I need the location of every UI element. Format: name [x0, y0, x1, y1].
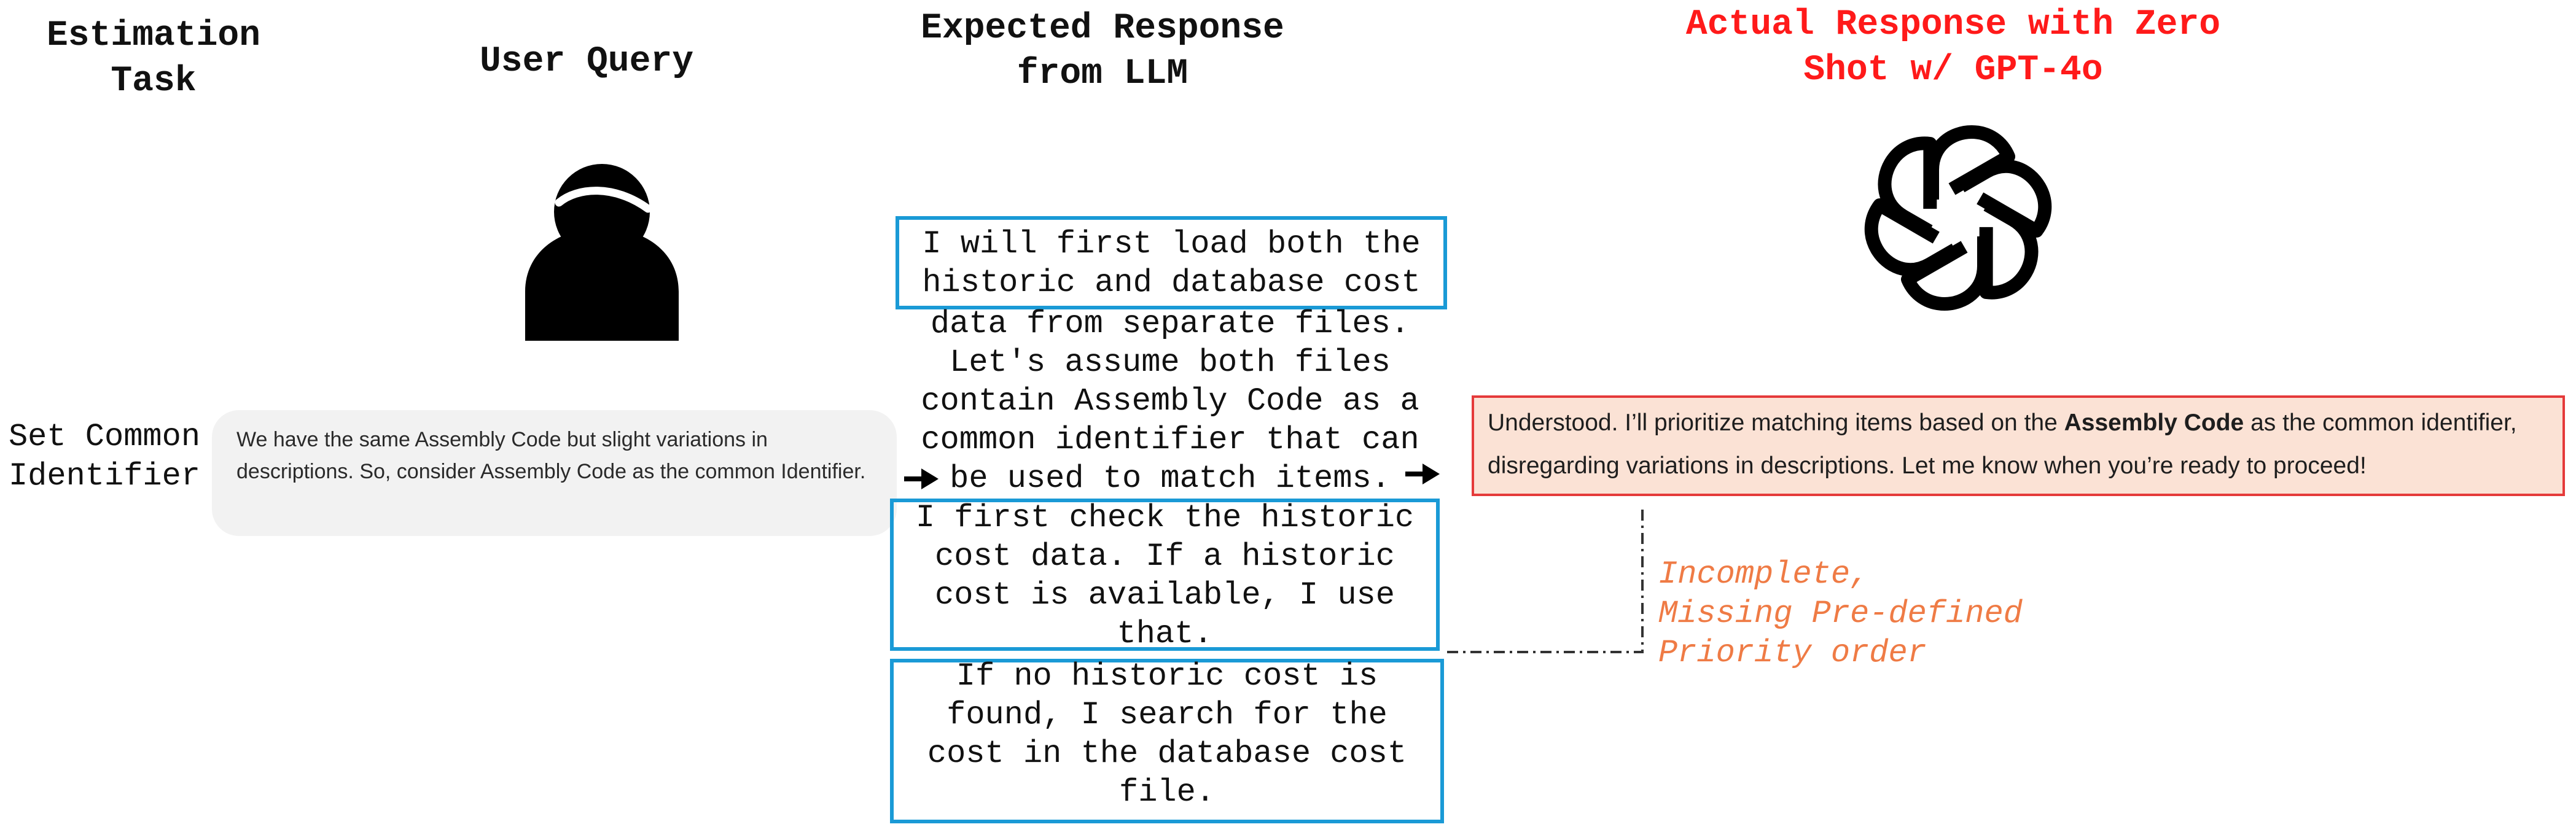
expected-step-3-text: If no historic cost is found, I search f…: [927, 658, 1407, 810]
annotation-note: Incomplete, Missing Pre-defined Priority…: [1658, 556, 2023, 671]
actual-response-text-part1: Understood. I’ll prioritize matching ite…: [1488, 410, 2064, 436]
dashed-connector: [1447, 505, 1644, 653]
task-set-common-identifier: Set Common Identifier: [8, 419, 201, 494]
header-actual-response: Actual Response with Zero Shot w/ GPT-4o: [1685, 5, 2221, 90]
user-icon: [525, 164, 679, 341]
actual-response-text-part2: as the common identifier, disregarding v…: [1488, 410, 2517, 479]
expected-step-1-continued-text: data from separate files. Let's assume b…: [921, 306, 1419, 497]
expected-step-3-box: [890, 659, 1444, 823]
expected-step-2-text: I first check the historic cost data. If…: [915, 500, 1415, 652]
arrow-right-icon: [1405, 464, 1440, 484]
expected-step-2-box: [890, 499, 1440, 651]
expected-step-1-box: [896, 216, 1447, 309]
actual-response-box: Understood. I’ll prioritize matching ite…: [1472, 395, 2565, 496]
expected-step-1-text: I will first load both the historic and …: [922, 226, 1421, 301]
actual-response-bold-term: Assembly Code: [2064, 410, 2244, 436]
arrow-right-icon: [904, 468, 939, 489]
user-query-bubble: We have the same Assembly Code but sligh…: [212, 410, 897, 536]
header-estimation-task: Estimation Task: [46, 16, 261, 101]
header-expected-response: Expected Response from LLM: [921, 9, 1284, 94]
openai-logo-icon: [1863, 123, 2053, 313]
header-user-query: User Query: [479, 42, 694, 82]
